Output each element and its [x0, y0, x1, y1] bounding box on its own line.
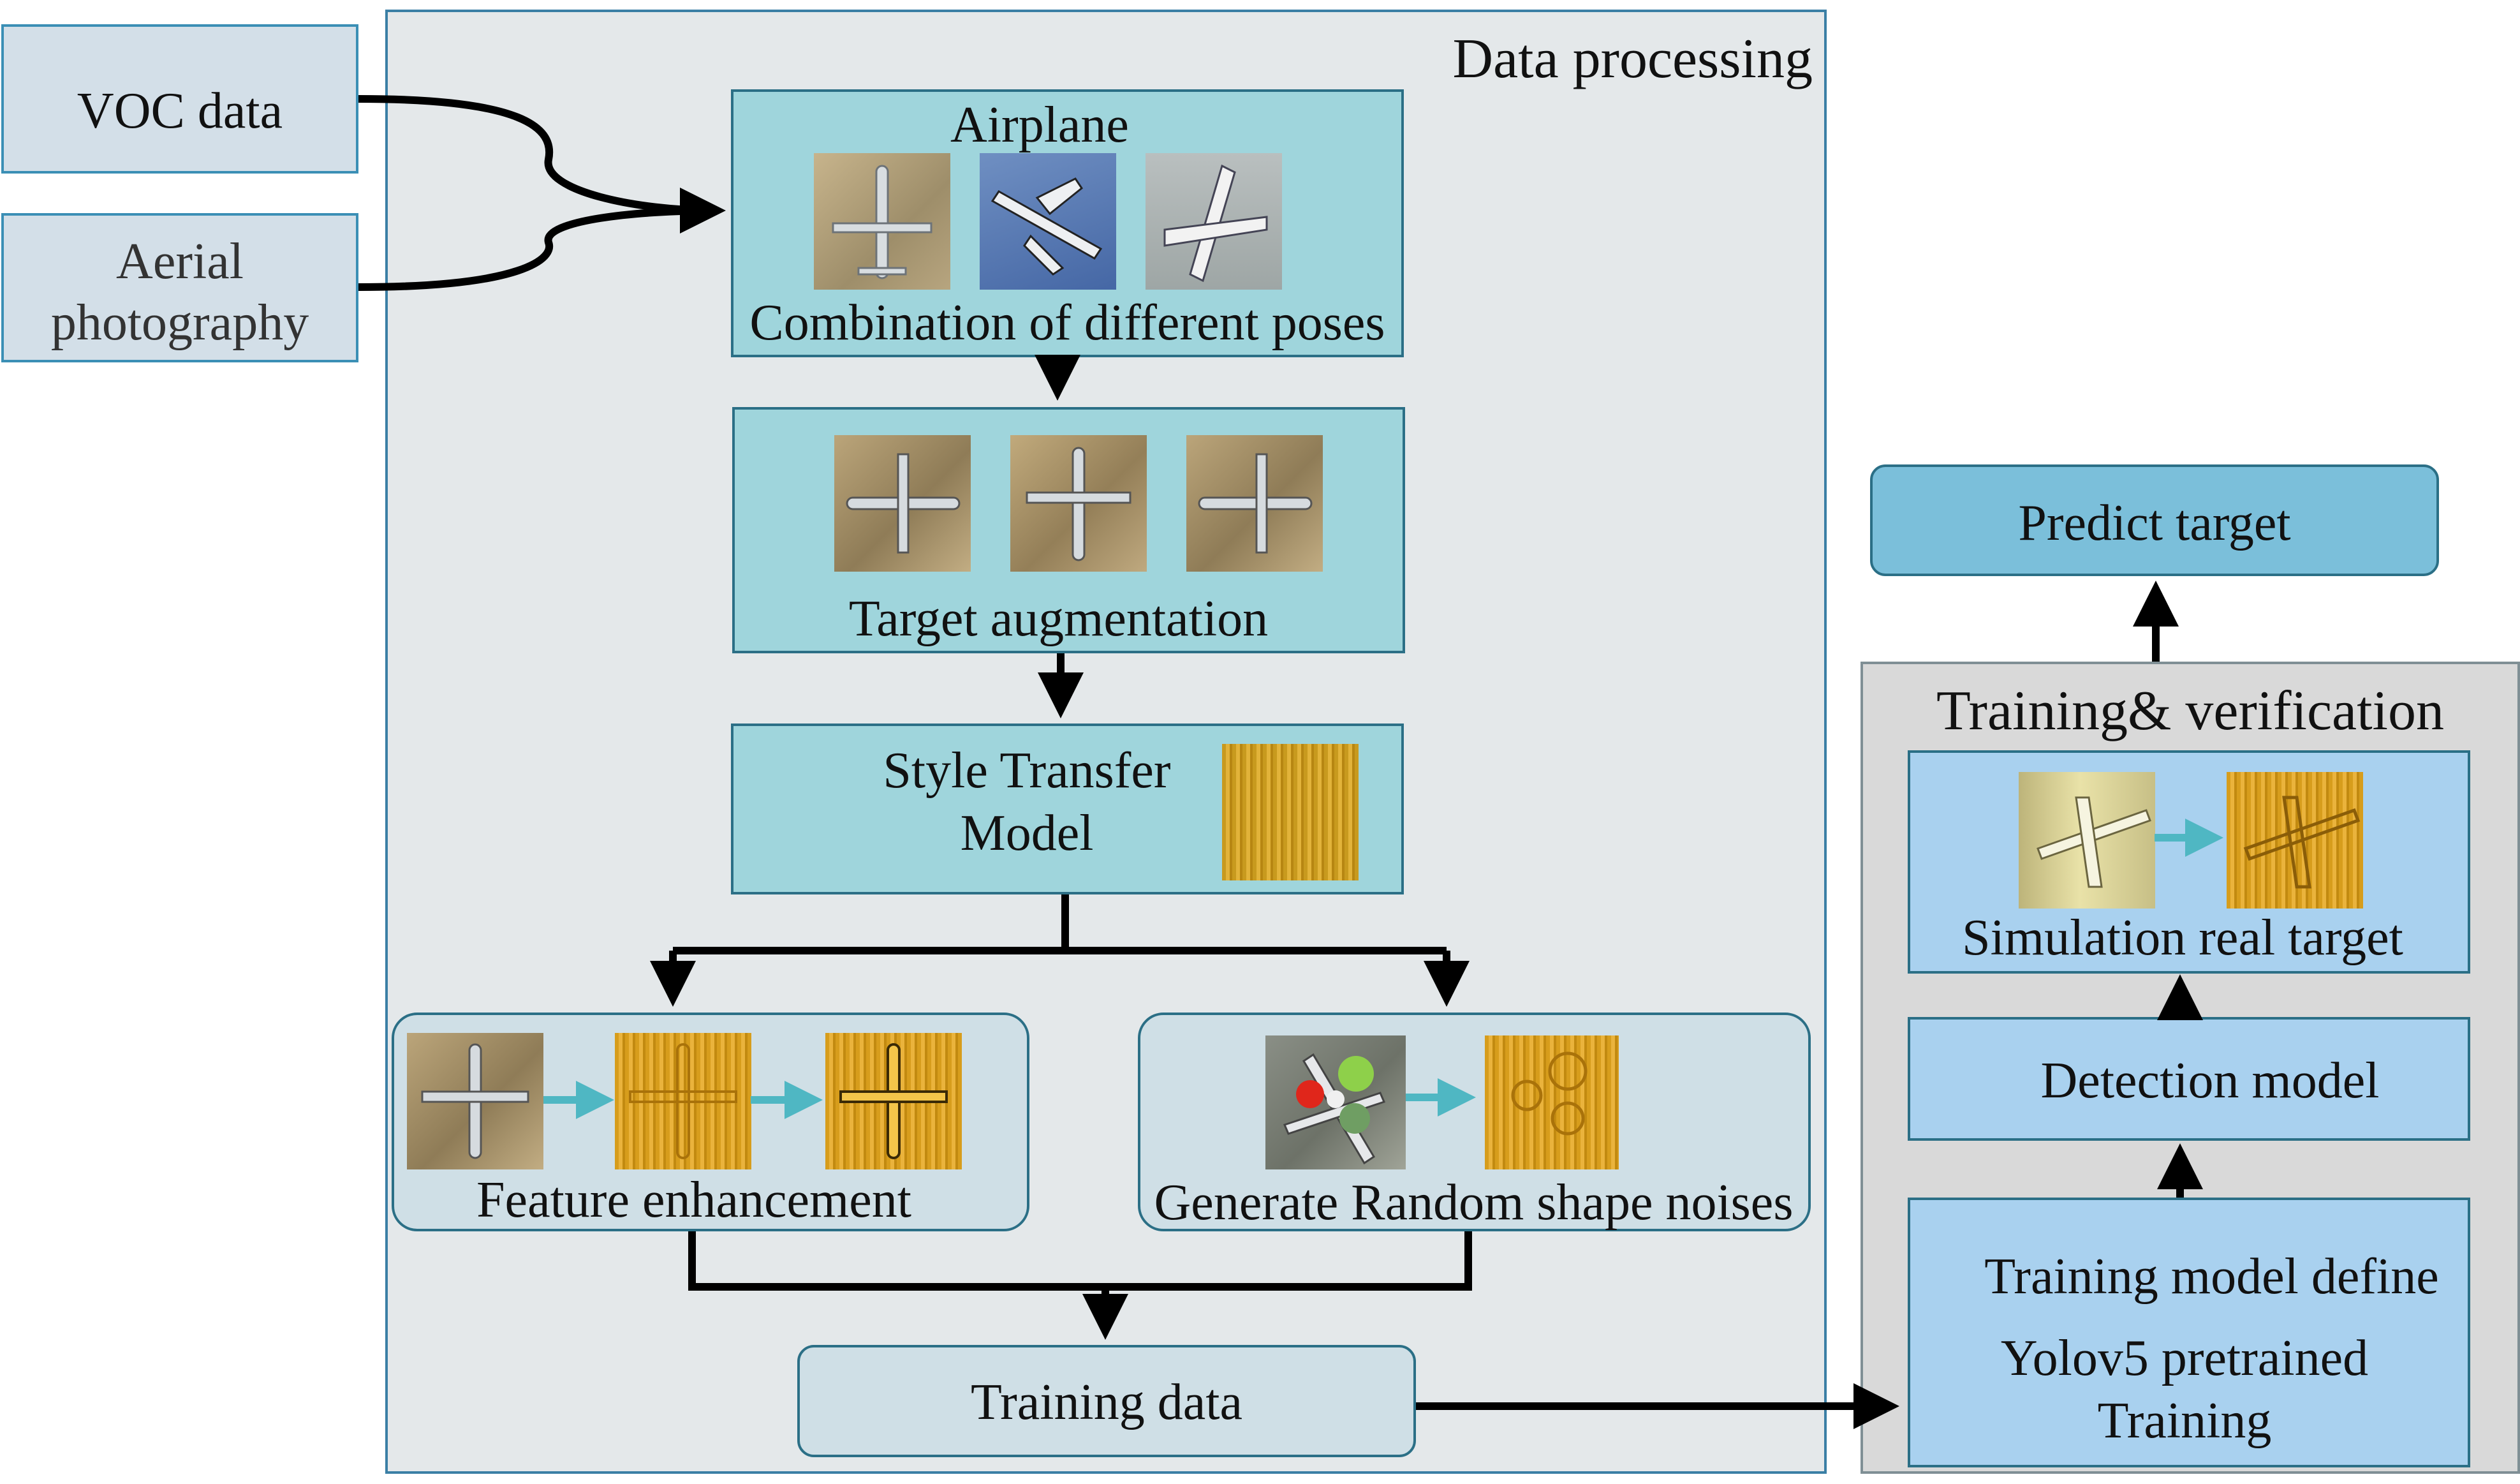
- augmented-image-1: [834, 435, 971, 572]
- style-transfer-box: Style Transfer Model: [731, 723, 1404, 894]
- aerial-photography-box: Aerial photography: [1, 213, 358, 362]
- simulation-image: [2019, 772, 2155, 909]
- training-define-line3: Training: [2097, 1393, 2272, 1449]
- voc-data-label: VOC data: [77, 83, 283, 139]
- random-noise-box: Generate Random shape noises: [1138, 1013, 1811, 1231]
- training-model-define-box: Training model define Yolov5 pretrained …: [1908, 1198, 2470, 1467]
- feature-enhancement-box: Feature enhancement: [392, 1013, 1029, 1231]
- style-transfer-line1: Style Transfer: [883, 743, 1171, 799]
- poses-caption: Combination of different poses: [749, 295, 1385, 351]
- training-verification-title: Training& verification: [1936, 680, 2444, 742]
- training-data-label: Training data: [971, 1374, 1242, 1430]
- airplane-title: Airplane: [950, 97, 1129, 153]
- voc-data-box: VOC data: [1, 24, 358, 174]
- noise-input-image: [1265, 1035, 1406, 1169]
- predict-target-box: Predict target: [1870, 464, 2439, 576]
- real-target-image: [2227, 772, 2363, 909]
- training-data-box: Training data: [797, 1345, 1416, 1457]
- style-texture-image: [1222, 744, 1359, 880]
- airplane-pose-image-1: [814, 153, 950, 290]
- feature-enhanced-image: [825, 1033, 962, 1169]
- voc-to-airplane-arrow: [358, 95, 726, 234]
- aerial-label-line2: photography: [50, 295, 309, 351]
- detection-model-label: Detection model: [2040, 1053, 2380, 1109]
- aerial-label-line1: Aerial: [116, 234, 244, 290]
- augmentation-caption: Target augmentation: [848, 591, 1269, 647]
- data-processing-title: Data processing: [1452, 28, 1813, 90]
- airplane-pose-image-3: [1146, 153, 1282, 290]
- aerial-to-airplane-arrow: [358, 207, 715, 291]
- simulation-box: Simulation real target: [1908, 750, 2470, 974]
- noise-output-image: [1485, 1035, 1619, 1169]
- feature-input-image: [407, 1033, 543, 1169]
- detection-model-box: Detection model: [1908, 1017, 2470, 1141]
- feature-caption: Feature enhancement: [476, 1172, 911, 1228]
- style-transfer-line2: Model: [960, 805, 1094, 861]
- feature-styled-image: [615, 1033, 751, 1169]
- noise-caption: Generate Random shape noises: [1154, 1175, 1794, 1231]
- augmented-image-3: [1186, 435, 1323, 572]
- simulation-caption: Simulation real target: [1962, 910, 2403, 966]
- training-define-line1: Training model define: [1984, 1249, 2439, 1305]
- target-augmentation-box: Target augmentation: [732, 407, 1405, 653]
- augmented-image-2: [1010, 435, 1147, 572]
- style-split-connector: [673, 894, 1447, 954]
- predict-target-label: Predict target: [2018, 495, 2291, 551]
- airplane-pose-image-2: [980, 153, 1116, 290]
- merge-connector: [688, 1231, 1472, 1291]
- training-define-line2: Yolov5 pretrained: [2000, 1330, 2369, 1386]
